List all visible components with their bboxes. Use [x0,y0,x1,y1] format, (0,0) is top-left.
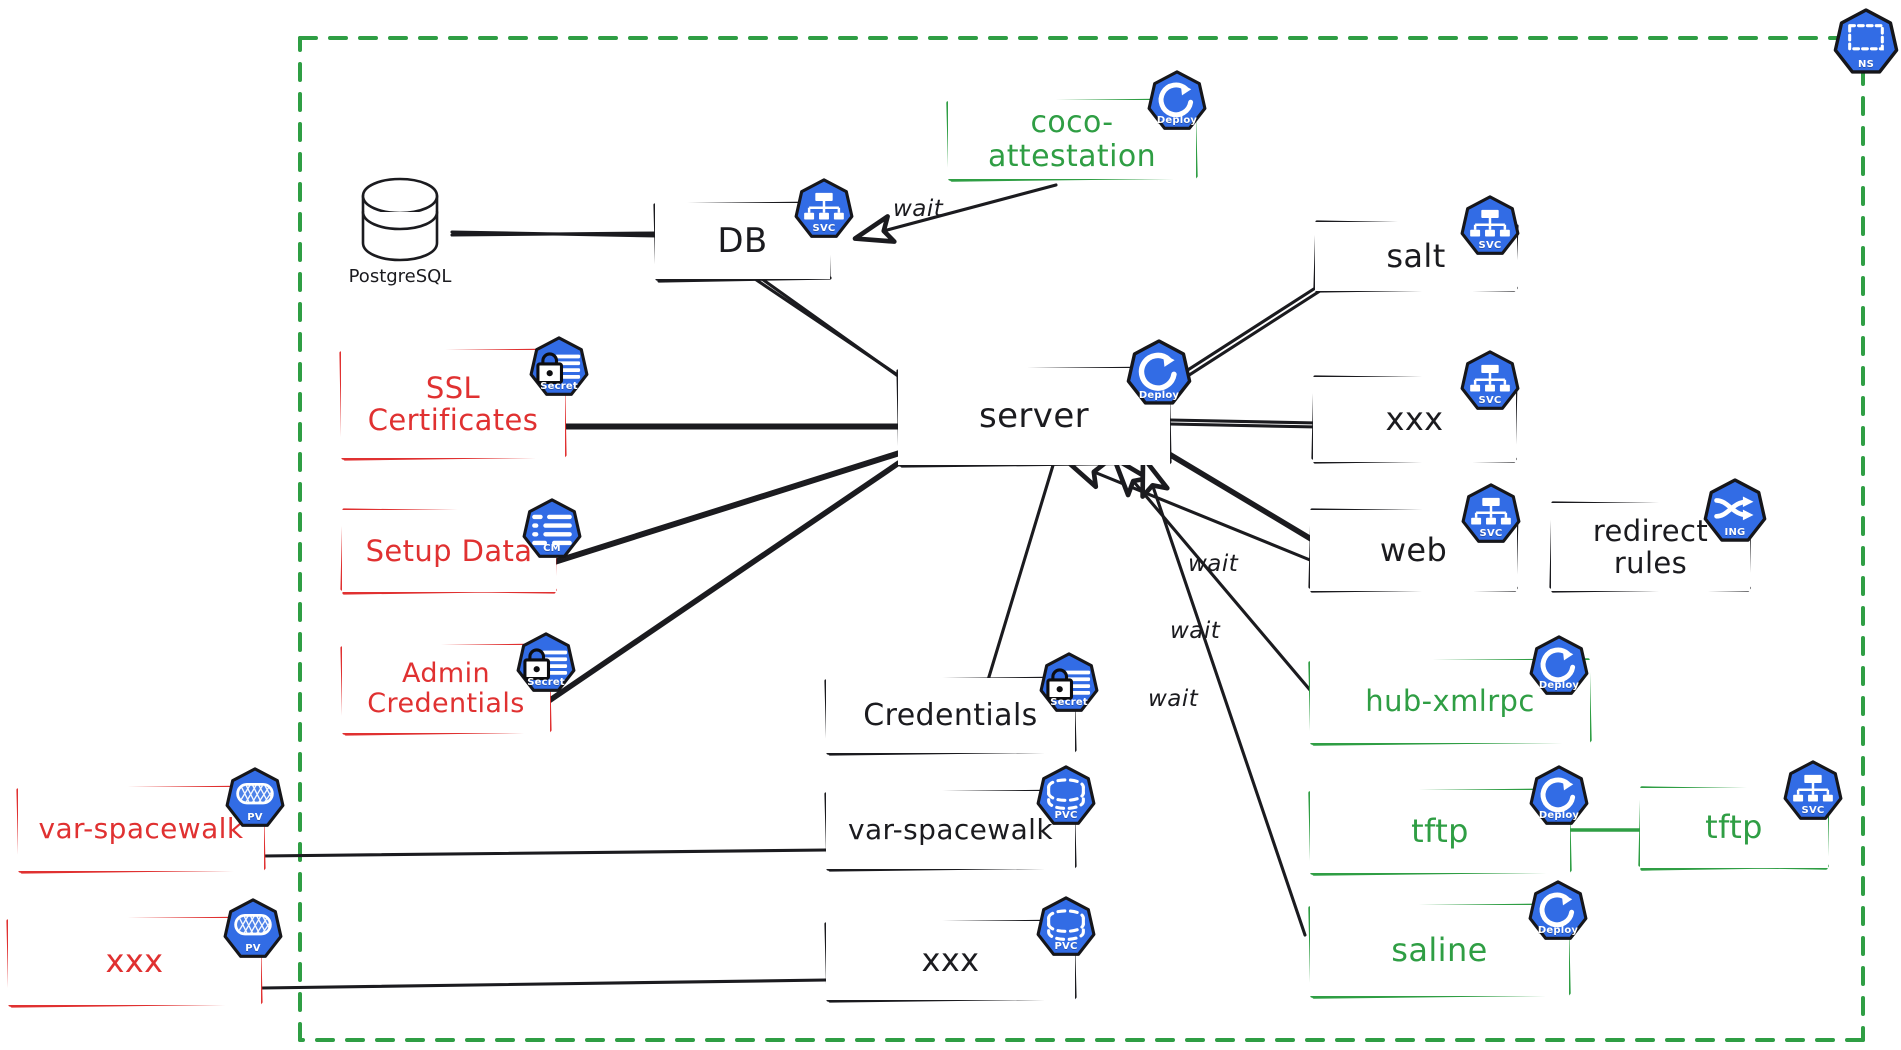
postgresql-external: PostgreSQL [330,262,470,287]
node-saline-label: saline [1391,930,1488,969]
node-ssl-certificates-label: SSL Certificates [367,370,539,437]
svc-badge-xxx-service[interactable]: SVC [1459,350,1521,412]
node-credentials-label: Credentials [863,697,1038,733]
secret-badge-admin-credentials[interactable]: Secret [515,632,577,694]
secret-badge-ssl-certificates[interactable]: Secret [528,336,590,398]
node-web-label: web [1379,530,1448,569]
node-redirect-rules-label: redirect rules [1592,513,1709,580]
deploy-badge-hub-xmlrpc[interactable]: Deploy [1528,635,1590,697]
node-var-spacewalk-pvc-label: var-spacewalk [848,813,1053,847]
ing-badge-redirect-rules[interactable]: ING [1702,478,1768,544]
node-server-label: server [978,396,1090,437]
secret-badge-credentials[interactable]: Secret [1038,652,1100,714]
node-setup-data-label: Setup Data [365,533,533,568]
pv-badge-xxx[interactable]: PV [222,898,284,960]
deploy-badge-tftp[interactable]: Deploy [1528,765,1590,827]
node-salt-label: salt [1386,236,1446,275]
svc-badge-db[interactable]: SVC [793,178,855,240]
deploy-badge-server[interactable]: Deploy [1125,339,1193,407]
namespace-badge[interactable]: NS [1832,8,1900,76]
edge-label-wait-hub: wait [1170,618,1221,644]
svc-badge-web[interactable]: SVC [1460,483,1522,545]
node-tftp-service-label: tftp [1705,808,1763,847]
deploy-badge-coco[interactable]: Deploy [1146,70,1208,132]
node-admin-credentials-label: Admin Credentials [367,657,525,719]
edge-label-wait-saline: wait [1148,686,1199,712]
edge-label-wait-web: wait [1188,551,1239,577]
cm-badge-setup-data[interactable]: CM [521,498,583,560]
node-tftp-deploy-label: tftp [1411,811,1469,850]
edge-label-wait-coco: wait [893,196,944,222]
svc-badge-tftp[interactable]: SVC [1782,760,1844,822]
database-cylinder-icon [361,177,439,262]
svc-badge-salt[interactable]: SVC [1459,195,1521,257]
pv-badge-var-spacewalk[interactable]: PV [224,767,286,829]
node-var-spacewalk-pv-label: var-spacewalk [38,812,244,846]
pvc-badge-xxx[interactable]: PVC [1035,896,1097,958]
node-xxx-pv-label: xxx [105,941,164,980]
node-db-label: DB [717,220,768,261]
pvc-badge-var-spacewalk[interactable]: PVC [1035,765,1097,827]
node-xxx-service-label: xxx [1385,399,1444,438]
deploy-badge-saline[interactable]: Deploy [1527,880,1589,942]
node-xxx-pvc-label: xxx [921,940,980,979]
postgresql-label: PostgreSQL [348,266,452,287]
node-hub-xmlrpc-label: hub-xmlrpc [1365,684,1535,719]
